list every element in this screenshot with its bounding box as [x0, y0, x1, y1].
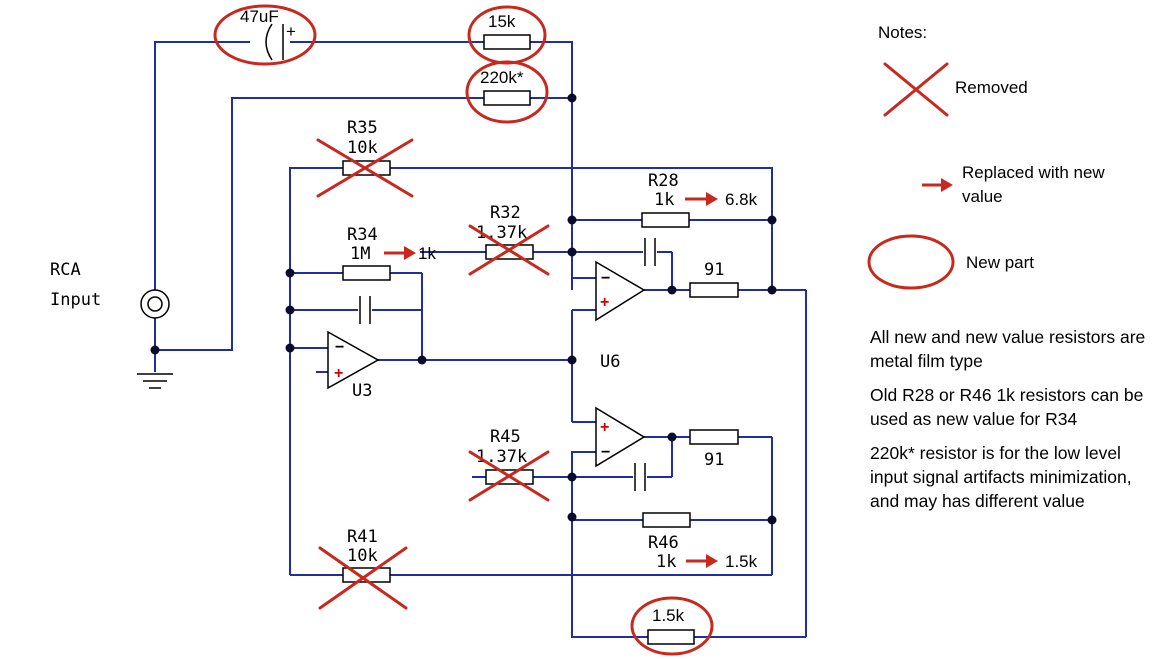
legend-new-part-ring — [867, 234, 955, 290]
legend-replaced-label-line1: Replaced with new — [962, 163, 1105, 182]
u6-upper-plus-sign: + — [600, 294, 609, 311]
u6-lower-minus-sign: − — [601, 444, 610, 461]
u3-minus-sign: − — [335, 339, 344, 356]
removed-mark-r32 — [468, 224, 550, 276]
replaced-arrow-r34 — [384, 246, 416, 260]
opamp-u3 — [327, 330, 380, 390]
r35-value: 10k — [347, 138, 378, 158]
res-91-lower-label: 91 — [704, 450, 724, 470]
rca-label-line2: Input — [50, 290, 101, 310]
legend-replaced-arrow — [922, 178, 953, 192]
u3-plus-sign: + — [334, 365, 343, 382]
resistor-1-5k-label: 1.5k — [652, 606, 685, 625]
capacitor-u6-upper — [643, 238, 657, 266]
resistor-91-lower — [689, 429, 739, 445]
r41-value: 10k — [347, 546, 378, 566]
r28-new-value: 6.8k — [725, 190, 758, 209]
resistor-r46 — [642, 512, 691, 528]
r46-ref: R46 — [648, 533, 679, 553]
resistor-220k-label: 220k* — [480, 68, 524, 87]
opamp-u6-upper — [595, 260, 646, 322]
new-part-ring-1-5k — [630, 596, 714, 656]
new-part-ring-220k — [465, 60, 549, 124]
legend-replaced-label-line2: value — [962, 187, 1003, 206]
rca-label-line1: RCA — [50, 260, 81, 280]
resistor-1-5k-new — [647, 629, 695, 645]
res-91-upper-label: 91 — [704, 260, 724, 280]
removed-mark-r41 — [318, 546, 408, 610]
r45-ref: R45 — [490, 427, 521, 447]
removed-mark-r35 — [316, 138, 414, 198]
r46-new-value: 1.5k — [725, 552, 758, 571]
removed-mark-r45 — [468, 450, 550, 502]
ground-symbol — [137, 373, 173, 389]
u3-label: U3 — [352, 381, 372, 401]
resistor-91-upper — [689, 282, 739, 298]
r34-ref: R34 — [347, 225, 378, 245]
new-part-ring-47uf — [213, 4, 317, 66]
replaced-arrow-r28 — [685, 192, 718, 206]
wires — [154, 41, 807, 638]
capacitor-47uf-new — [250, 23, 290, 61]
r28-value: 1k — [654, 190, 674, 210]
capacitor-polarity-label: + — [286, 22, 296, 41]
r32-ref: R32 — [490, 203, 521, 223]
r41-ref: R41 — [347, 527, 378, 547]
resistor-r28 — [641, 212, 690, 228]
r28-ref: R28 — [648, 171, 679, 191]
note-220k: 220k* resistor is for the low level inpu… — [870, 443, 1132, 511]
junction-dots — [150, 93, 777, 525]
resistor-r34 — [342, 265, 391, 281]
capacitor-u6-lower — [633, 463, 647, 491]
note-metal-film: All new and new value resistors are meta… — [870, 327, 1146, 371]
legend-new-part-label: New part — [966, 253, 1034, 272]
resistor-220k-new — [483, 90, 531, 106]
u6-lower-plus-sign: + — [600, 419, 609, 436]
note-r34-reuse: Old R28 or R46 1k resistors can be used … — [870, 385, 1144, 429]
opamp-u6-lower — [595, 406, 646, 468]
r34-value: 1M — [350, 244, 370, 264]
resistor-15k-new — [483, 34, 531, 50]
r35-ref: R35 — [347, 118, 378, 138]
u6-upper-minus-sign: − — [601, 270, 610, 287]
capacitor-u3-feedback — [358, 296, 372, 324]
r46-value: 1k — [656, 552, 676, 572]
capacitor-47uf-label: 47uF — [240, 7, 279, 26]
legend-removed-mark — [883, 62, 949, 117]
replaced-arrow-r46 — [686, 554, 718, 568]
u6-label: U6 — [600, 352, 620, 372]
legend-title: Notes: — [878, 23, 927, 42]
notes-block: All new and new value resistors are meta… — [870, 325, 1160, 523]
legend-removed-label: Removed — [955, 78, 1028, 97]
r34-new-value: 1k — [418, 244, 436, 263]
r45-value: 1.37k — [476, 447, 527, 467]
rca-input-jack — [140, 289, 170, 319]
resistor-15k-label: 15k — [488, 12, 516, 31]
